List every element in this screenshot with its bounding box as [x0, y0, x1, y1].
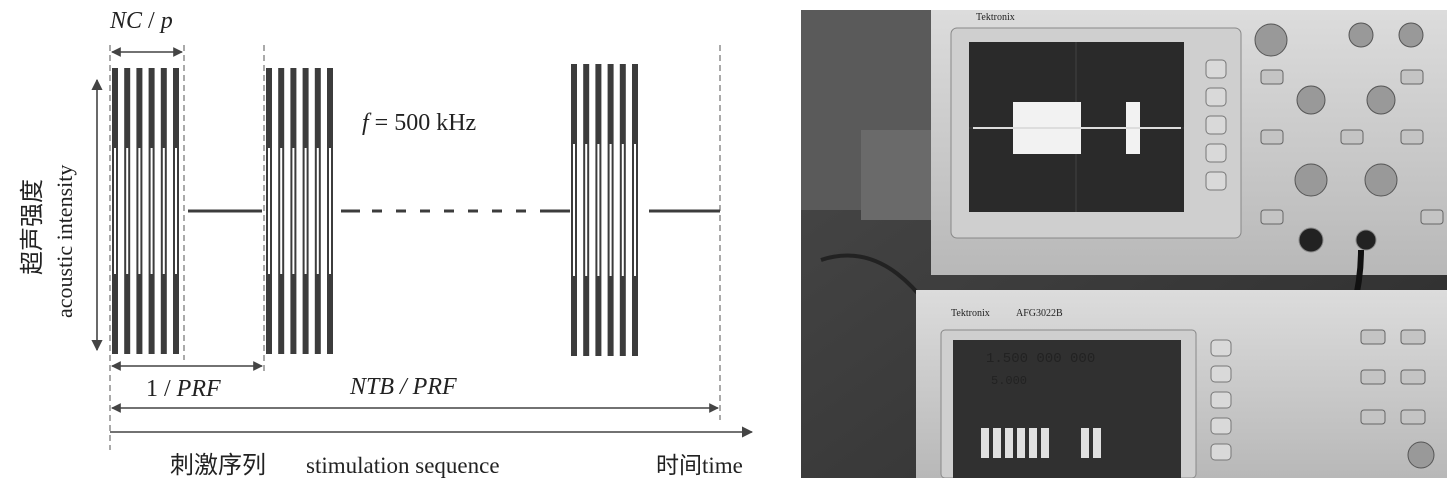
pulse-bar-gap-3-2 [585, 144, 588, 276]
time-label: 时间time [656, 453, 743, 478]
pulse-sequence-diagram: 超声强度 acoustic intensity NC / p f = 500 k… [19, 8, 754, 479]
pulse-bar-gap-2-1 [268, 148, 270, 274]
pulse-bar-gap-2-4 [304, 148, 307, 274]
pulse-bar-gap-2-2 [280, 148, 283, 274]
generator-brand: Tektronix [951, 308, 990, 319]
pulse-bar-gap-1-1 [114, 148, 116, 274]
pulse-bursts [112, 64, 638, 356]
burst-width-label: NC / p [109, 8, 173, 34]
pulse-bar-gap-1-2 [126, 148, 129, 274]
pulse-bar-gap-1-6 [175, 148, 177, 274]
x-axis-label-en: stimulation sequence [306, 453, 500, 478]
pulse-bar-gap-1-5 [162, 148, 165, 274]
equipment-photo: Tektronix [801, 10, 1447, 478]
x-axis-label-zh: 刺激序列 [170, 452, 266, 479]
generator-model: AFG3022B [1016, 308, 1063, 319]
oscilloscope: Tektronix [931, 10, 1447, 275]
guide-lines [109, 45, 721, 450]
pulse-bar-gap-3-5 [621, 144, 624, 276]
y-axis-label-zh: 超声强度 [19, 179, 46, 275]
pulse-bar-gap-1-3 [138, 148, 141, 274]
generator-cycles-readout: 5.000 [991, 374, 1027, 388]
pulse-bar-gap-2-6 [329, 148, 331, 274]
oscilloscope-brand: Tektronix [976, 12, 1015, 23]
pulse-bar-gap-2-5 [316, 148, 319, 274]
pulse-bar-gap-3-3 [597, 144, 600, 276]
total-duration-label: NTB / PRF [349, 374, 457, 400]
period-label: 1 / PRF [146, 376, 221, 402]
pulse-bar-gap-1-4 [150, 148, 153, 274]
pulse-bar-gap-3-1 [573, 144, 575, 276]
function-generator: Tektronix AFG3022B 1.500 000 000 5.000 [916, 290, 1447, 478]
pulse-bar-gap-3-4 [609, 144, 612, 276]
pulse-bar-gap-3-6 [634, 144, 636, 276]
frequency-label: f = 500 kHz [362, 110, 476, 136]
generator-freq-readout: 1.500 000 000 [986, 351, 1095, 367]
pulse-bar-gap-2-3 [292, 148, 295, 274]
y-axis-label-en: acoustic intensity [52, 165, 77, 318]
